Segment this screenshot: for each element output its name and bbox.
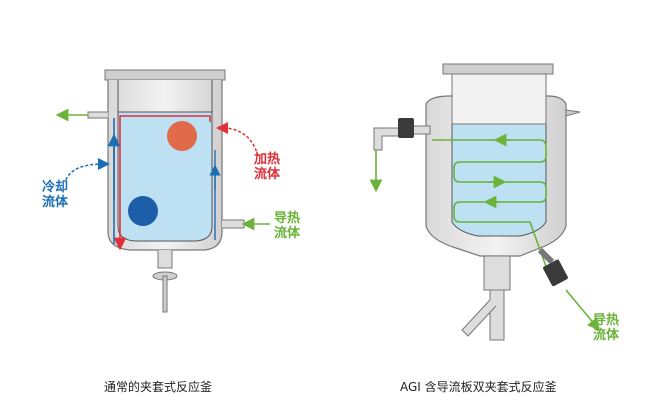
baffle-flow-path xyxy=(432,139,549,273)
right-caption: AGI 含导流板双夹套式反应釜 xyxy=(400,380,557,394)
cool-arrow xyxy=(65,158,110,181)
right-flow-fluid-label: 导热 流体 xyxy=(593,313,619,343)
left-flow-fluid-label: 导热 流体 xyxy=(274,211,300,241)
right-fitting xyxy=(543,259,568,287)
heat-fluid-line-1: 加热 xyxy=(254,152,281,167)
heat-arrow xyxy=(216,122,259,157)
left-flow-line-1: 导热 xyxy=(274,211,301,226)
right-flow-line-2: 流体 xyxy=(593,328,620,343)
left-top-flange xyxy=(104,69,226,81)
left-inner-vessel xyxy=(117,111,213,242)
heat-flow-path xyxy=(113,115,211,251)
left-bottom-outlet xyxy=(157,250,173,269)
cold-zone-ball xyxy=(128,196,158,226)
left-reactor xyxy=(55,69,270,313)
left-side-nozzle xyxy=(87,111,108,119)
left-fitting xyxy=(398,118,414,138)
right-reactor xyxy=(369,63,601,341)
heat-fluid-line-2: 流体 xyxy=(254,167,281,182)
right-top-flange xyxy=(442,63,554,75)
cool-fluid-line-1: 冷却 xyxy=(42,180,69,195)
right-side-nozzle xyxy=(222,219,245,229)
left-flow-line-2: 流体 xyxy=(274,226,301,241)
heat-fluid-label: 加热 流体 xyxy=(254,152,280,182)
hot-zone-ball xyxy=(167,121,197,151)
left-caption: 通常的夹套式反应釜 xyxy=(104,380,213,394)
right-flow-line-1: 导热 xyxy=(593,313,620,328)
cool-fluid-label: 冷却 流体 xyxy=(42,180,68,210)
cool-fluid-line-2: 流体 xyxy=(42,195,69,210)
